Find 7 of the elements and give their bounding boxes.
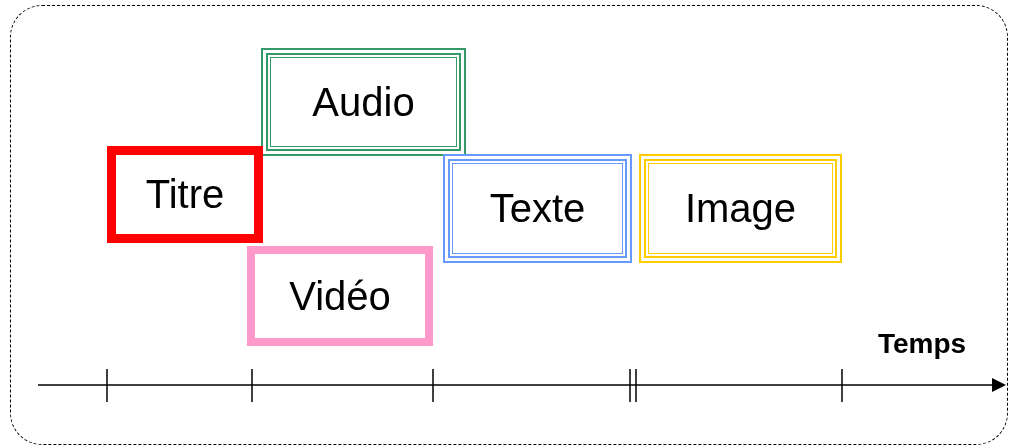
media-box: Texte	[443, 154, 632, 263]
media-box: Vidéo	[247, 246, 433, 346]
dashed-frame	[10, 5, 1008, 445]
media-box: Audio	[261, 48, 466, 156]
media-box: Image	[639, 154, 842, 263]
axis-label: Temps	[878, 328, 967, 360]
media-box: Titre	[107, 146, 263, 243]
